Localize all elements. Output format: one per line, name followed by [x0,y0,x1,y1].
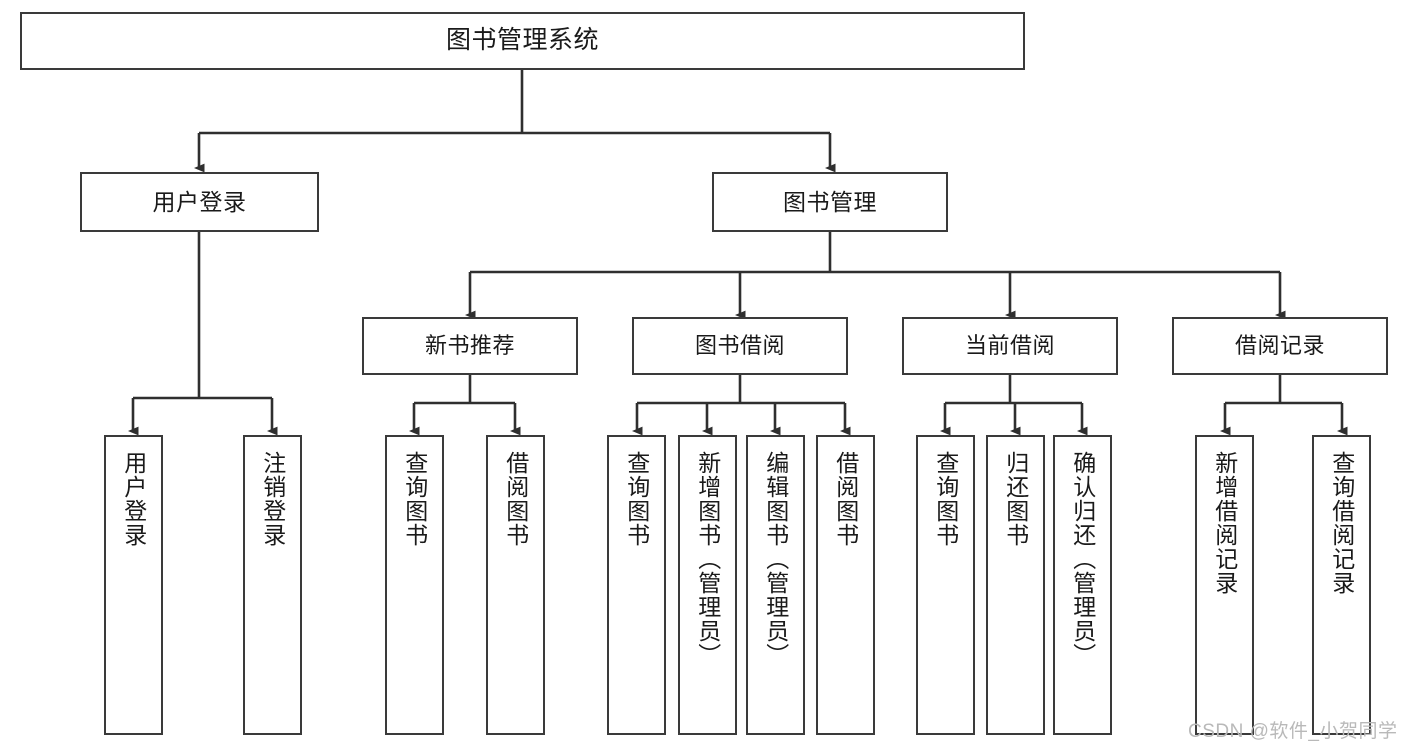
node-leaf-add-borrow-record[interactable]: 新增借阅记录 [1195,435,1254,735]
node-label: 借阅图书 [832,451,859,547]
node-label: 查询图书 [401,451,428,547]
node-current-borrow[interactable]: 当前借阅 [902,317,1118,375]
node-label: 借阅图书 [502,451,529,547]
node-label: 编辑图书（管理员） [762,451,789,667]
node-label: 用户登录 [152,188,247,215]
node-label: 新增图书（管理员） [694,451,721,667]
node-leaf-query-book-1[interactable]: 查询图书 [385,435,444,735]
node-leaf-confirm-return-admin[interactable]: 确认归还（管理员） [1053,435,1112,735]
node-label: 用户登录 [120,451,147,547]
node-book-borrow[interactable]: 图书借阅 [632,317,848,375]
node-user-login[interactable]: 用户登录 [80,172,319,232]
node-label: 图书管理 [783,188,877,215]
node-leaf-user-login[interactable]: 用户登录 [104,435,163,735]
node-label: 借阅记录 [1234,333,1325,359]
node-label: 查询图书 [623,451,650,547]
node-leaf-edit-book-admin[interactable]: 编辑图书（管理员） [746,435,805,735]
node-label: 确认归还（管理员） [1069,451,1096,667]
node-leaf-borrow-book-2[interactable]: 借阅图书 [816,435,875,735]
node-new-book-recommend[interactable]: 新书推荐 [362,317,578,375]
node-label: 图书借阅 [694,333,785,359]
node-label: 注销登录 [259,451,286,547]
node-leaf-logout-login[interactable]: 注销登录 [243,435,302,735]
node-leaf-return-book[interactable]: 归还图书 [986,435,1045,735]
watermark-text: CSDN @软件_小贺同学 [1188,721,1398,742]
node-label: 新书推荐 [424,333,515,359]
node-book-management[interactable]: 图书管理 [712,172,948,232]
node-label: 归还图书 [1002,451,1029,547]
node-book-management-system[interactable]: 图书管理系统 [20,12,1025,70]
node-leaf-query-book-3[interactable]: 查询图书 [916,435,975,735]
node-label: 图书管理系统 [445,26,599,55]
node-label: 当前借阅 [964,333,1055,359]
node-label: 查询借阅记录 [1328,451,1355,595]
node-leaf-add-book-admin[interactable]: 新增图书（管理员） [678,435,737,735]
node-leaf-query-book-2[interactable]: 查询图书 [607,435,666,735]
node-leaf-query-borrow-record[interactable]: 查询借阅记录 [1312,435,1371,735]
node-label: 新增借阅记录 [1211,451,1238,595]
node-label: 查询图书 [932,451,959,547]
node-borrow-record[interactable]: 借阅记录 [1172,317,1388,375]
node-leaf-borrow-book-1[interactable]: 借阅图书 [486,435,545,735]
